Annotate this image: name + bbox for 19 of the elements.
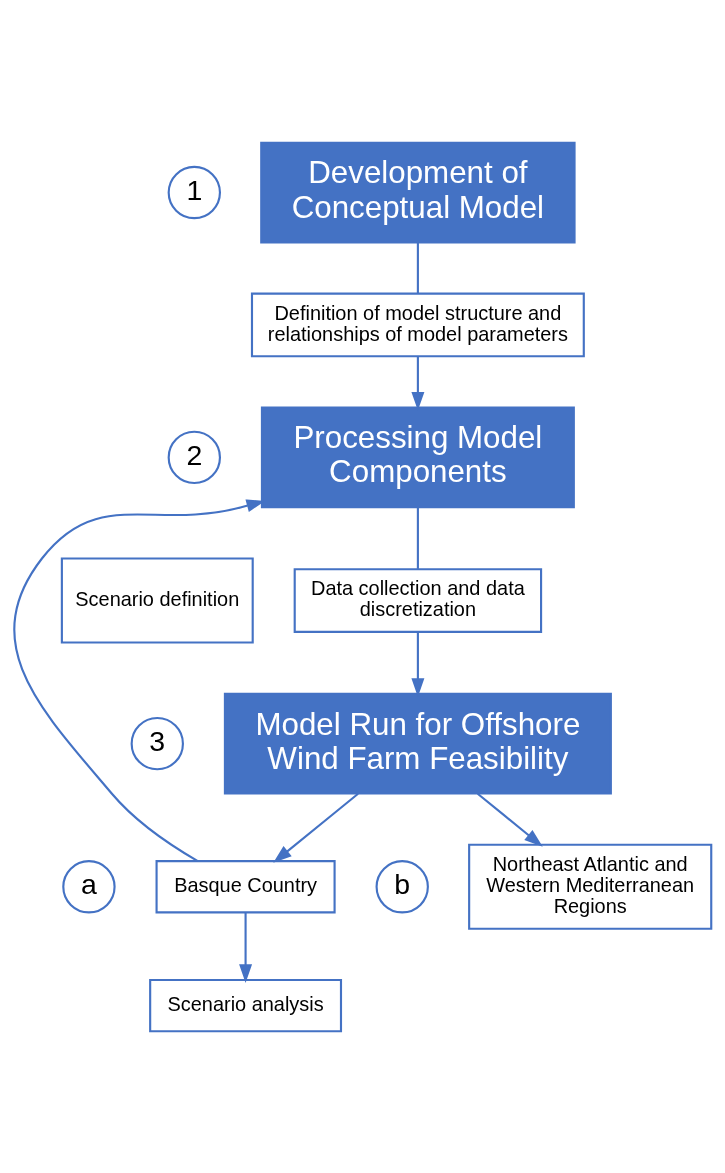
node-box: Scenario definition (60, 556, 254, 644)
node-box: Data collection and data discretization (293, 567, 543, 633)
node-box: Northeast Atlantic and Western Mediterranean Regions (468, 843, 713, 930)
node-circle: 2 (167, 430, 221, 484)
node-circle: b (375, 859, 429, 913)
arrow (477, 792, 543, 847)
node-circle: a (62, 859, 116, 913)
node-box: Model Run for Offshore Wind Farm Feasibility (223, 692, 612, 795)
node-box: Scenario analysis (149, 978, 343, 1032)
arrow (273, 792, 359, 863)
node-box: Processing Model Components (260, 406, 575, 508)
node-circle: 1 (167, 165, 221, 219)
node-box: Definition of model structure and relationships of model parameters (250, 292, 585, 357)
connector (416, 507, 419, 569)
node-circle: 3 (130, 716, 184, 770)
node-box: Development of Conceptual Model (260, 141, 576, 243)
node-box: Basque Country (155, 859, 336, 913)
connector (416, 242, 419, 293)
arrow (239, 912, 253, 983)
